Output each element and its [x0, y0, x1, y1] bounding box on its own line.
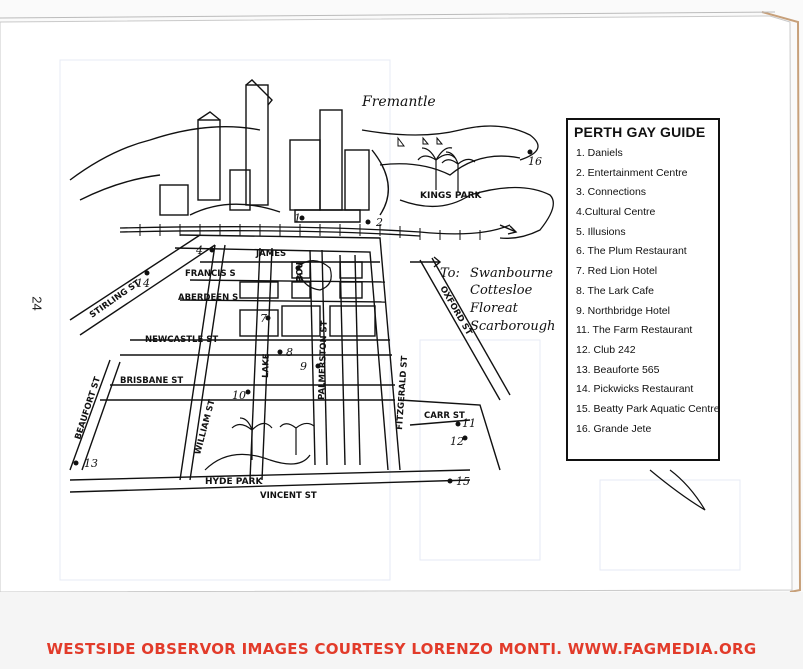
- page-number: 24: [29, 296, 45, 311]
- decorative-swoosh: [649, 469, 706, 511]
- svg-text:14: 14: [136, 277, 150, 290]
- legend-item: 3. Connections: [576, 186, 647, 199]
- map-marker-10: 10: [232, 389, 251, 402]
- street-label-lake: LAKE: [261, 353, 272, 378]
- map-marker-6: 6: [295, 265, 303, 284]
- street-label-palmerston: PALMERSTON ST: [317, 320, 330, 400]
- credit-caption: WESTSIDE OBSERVOR IMAGES COURTESY LORENZ…: [46, 640, 757, 658]
- legend-item: 15. Beatty Park Aquatic Centre: [576, 402, 720, 415]
- map-marker-11: 11: [455, 417, 476, 430]
- hyde-park-label: HYDE PARK: [205, 477, 263, 487]
- legend-item: 7. Red Lion Hotel: [576, 265, 658, 278]
- map-marker-16: 16: [527, 149, 542, 168]
- legend-item: 4.Cultural Centre: [576, 206, 656, 219]
- destination-floreat: Floreat: [469, 301, 519, 316]
- boat-icons: [397, 136, 444, 147]
- hyde-park-trees: [204, 260, 332, 471]
- legend-box: PERTH GAY GUIDE 1. Daniels 2. Entertainm…: [566, 118, 720, 461]
- destination-arrow: [410, 224, 518, 268]
- map-marker-12: 12: [450, 435, 468, 448]
- street-label-brisbane: BRISBANE ST: [120, 376, 183, 386]
- legend-item: 16. Grande Jete: [576, 422, 652, 435]
- legend-item: 13. Beauforte 565: [576, 363, 660, 376]
- svg-text:12: 12: [450, 435, 464, 448]
- map-marker-15: 15: [447, 475, 470, 488]
- map-marker-4: 4: [195, 244, 215, 257]
- map-marker-9: 9: [300, 360, 321, 373]
- street-label-james: JAMES: [255, 249, 286, 259]
- legend-item: 11. The Farm Restaurant: [576, 324, 693, 337]
- svg-text:8: 8: [286, 346, 293, 359]
- legend-item: 6. The Plum Restaurant: [576, 245, 687, 258]
- map-marker-14: 14: [136, 270, 150, 290]
- legend-title: PERTH GAY GUIDE: [574, 124, 706, 140]
- svg-text:11: 11: [462, 417, 476, 430]
- river-outline: [361, 125, 554, 239]
- svg-text:13: 13: [84, 457, 98, 470]
- destination-scarborough: Scarborough: [470, 319, 555, 334]
- legend-item: 14. Pickwicks Restaurant: [576, 383, 694, 396]
- street-label-francis: FRANCIS S: [185, 269, 236, 279]
- to-label: To:: [440, 266, 460, 281]
- svg-text:4: 4: [195, 244, 203, 257]
- map-marker-2: 2: [365, 216, 383, 229]
- svg-text:2: 2: [375, 216, 383, 229]
- street-label-aberdeen: ABERDEEN S: [178, 293, 238, 303]
- legend-item: 2. Entertainment Centre: [576, 166, 688, 179]
- map-marker-1: 1: [294, 212, 305, 225]
- destination-swanbourne: Swanbourne: [470, 266, 553, 281]
- kings-park-label: KINGS PARK: [420, 191, 483, 201]
- skyline-drawing: [69, 79, 389, 223]
- legend-item: 1. Daniels: [576, 147, 623, 159]
- legend-item: 12. Club 242: [576, 343, 636, 356]
- street-label-roe: ROE: [293, 262, 303, 282]
- svg-text:1: 1: [294, 212, 301, 225]
- street-label-newcastle: NEWCASTLE ST: [145, 335, 218, 345]
- map-marker-7: 7: [260, 312, 271, 325]
- svg-text:10: 10: [232, 389, 246, 402]
- map-marker-8: 8: [277, 346, 293, 359]
- fremantle-label: Fremantle: [361, 94, 436, 110]
- svg-text:16: 16: [528, 155, 542, 168]
- street-label-carr: CARR ST: [424, 411, 465, 421]
- kings-park-trees: [417, 147, 476, 192]
- svg-text:15: 15: [456, 475, 470, 488]
- svg-text:7: 7: [260, 312, 267, 325]
- legend-list: 1. Daniels 2. Entertainment Centre 3. Co…: [574, 144, 720, 439]
- legend-item: 8. The Lark Cafe: [576, 284, 655, 297]
- map-marker-13: 13: [73, 457, 98, 470]
- legend-item: 9. Northbridge Hotel: [576, 304, 670, 317]
- legend-item: 5. Illusions: [576, 225, 626, 238]
- svg-text:9: 9: [300, 360, 307, 373]
- svg-text:6: 6: [296, 271, 303, 284]
- railway-line: [119, 224, 511, 237]
- street-grid: [69, 234, 511, 493]
- street-label-vincent: VINCENT ST: [260, 491, 317, 501]
- destination-cottesloe: Cottesloe: [470, 283, 533, 298]
